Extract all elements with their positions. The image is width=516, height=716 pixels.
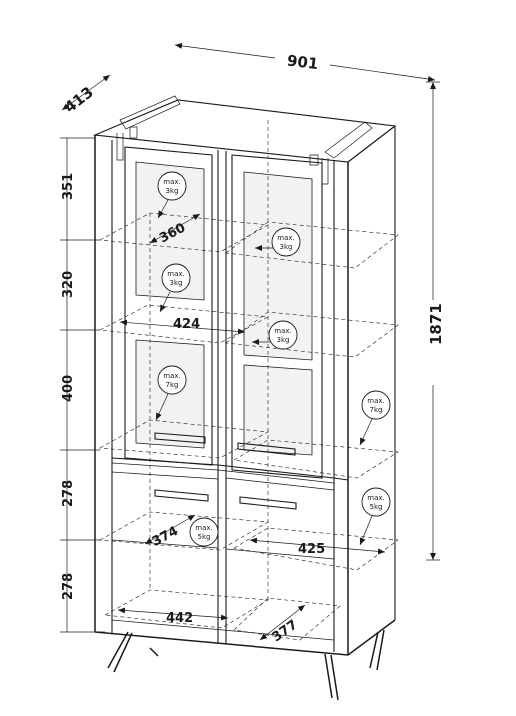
drawer-depth-374-label: 374 bbox=[150, 524, 181, 550]
handle-right-door bbox=[237, 442, 296, 456]
handles bbox=[154, 432, 297, 510]
load-badge-right-low: max. 7kg bbox=[359, 390, 391, 446]
load-badge-left-mid: max. 3kg bbox=[159, 263, 191, 313]
shelf-width-424-label: 424 bbox=[173, 317, 200, 332]
overall-height-label: 1871 bbox=[427, 303, 445, 345]
svg-text:max.: max. bbox=[163, 178, 180, 186]
svg-text:7kg: 7kg bbox=[370, 406, 383, 414]
svg-text:max.: max. bbox=[277, 234, 294, 242]
svg-text:max.: max. bbox=[167, 270, 184, 278]
svg-text:5kg: 5kg bbox=[370, 503, 383, 511]
svg-text:3kg: 3kg bbox=[166, 187, 179, 195]
load-badges: max. 3kg max. 3kg max. 3kg max. 3kg max.… bbox=[155, 171, 391, 547]
shelves bbox=[98, 120, 399, 641]
height-400-label: 400 bbox=[61, 375, 76, 402]
svg-text:max.: max. bbox=[274, 327, 291, 335]
cabinet-body bbox=[92, 95, 397, 656]
height-278-lower-label: 278 bbox=[61, 573, 76, 600]
dimension-lines bbox=[60, 42, 440, 641]
dimension-labels: 901 413 1871 351 320 400 278 278 360 424… bbox=[61, 51, 445, 645]
height-320-label: 320 bbox=[61, 271, 76, 298]
svg-text:3kg: 3kg bbox=[170, 279, 183, 287]
svg-text:max.: max. bbox=[367, 397, 384, 405]
load-badge-drawer: max. 5kg bbox=[189, 517, 219, 547]
svg-text:max.: max. bbox=[163, 372, 180, 380]
svg-text:max.: max. bbox=[367, 494, 384, 502]
handle-right-drawer bbox=[239, 496, 297, 510]
overall-width-label: 901 bbox=[286, 51, 319, 73]
svg-text:7kg: 7kg bbox=[166, 381, 179, 389]
legs bbox=[107, 629, 385, 701]
load-badge-right-bottom: max. 5kg bbox=[359, 487, 391, 546]
right-glass-door bbox=[231, 154, 323, 479]
right-width-425-label: 425 bbox=[298, 542, 325, 557]
load-badge-right-mid: max. 3kg bbox=[252, 320, 298, 350]
handle-left-drawer bbox=[154, 489, 209, 502]
load-badge-right-top: max. 3kg bbox=[255, 227, 301, 257]
height-278-upper-label: 278 bbox=[61, 480, 76, 507]
handle-left-door bbox=[154, 432, 206, 444]
top-brackets bbox=[116, 126, 329, 185]
bottom-depth-377-label: 377 bbox=[270, 617, 301, 645]
load-badge-left-top: max. 3kg bbox=[157, 171, 187, 219]
svg-text:3kg: 3kg bbox=[277, 336, 290, 344]
svg-text:5kg: 5kg bbox=[198, 533, 211, 541]
height-351-label: 351 bbox=[61, 173, 76, 200]
bottom-width-442-label: 442 bbox=[166, 611, 193, 626]
svg-text:max.: max. bbox=[195, 524, 212, 532]
load-badge-left-low: max. 7kg bbox=[155, 365, 187, 421]
svg-text:3kg: 3kg bbox=[280, 243, 293, 251]
